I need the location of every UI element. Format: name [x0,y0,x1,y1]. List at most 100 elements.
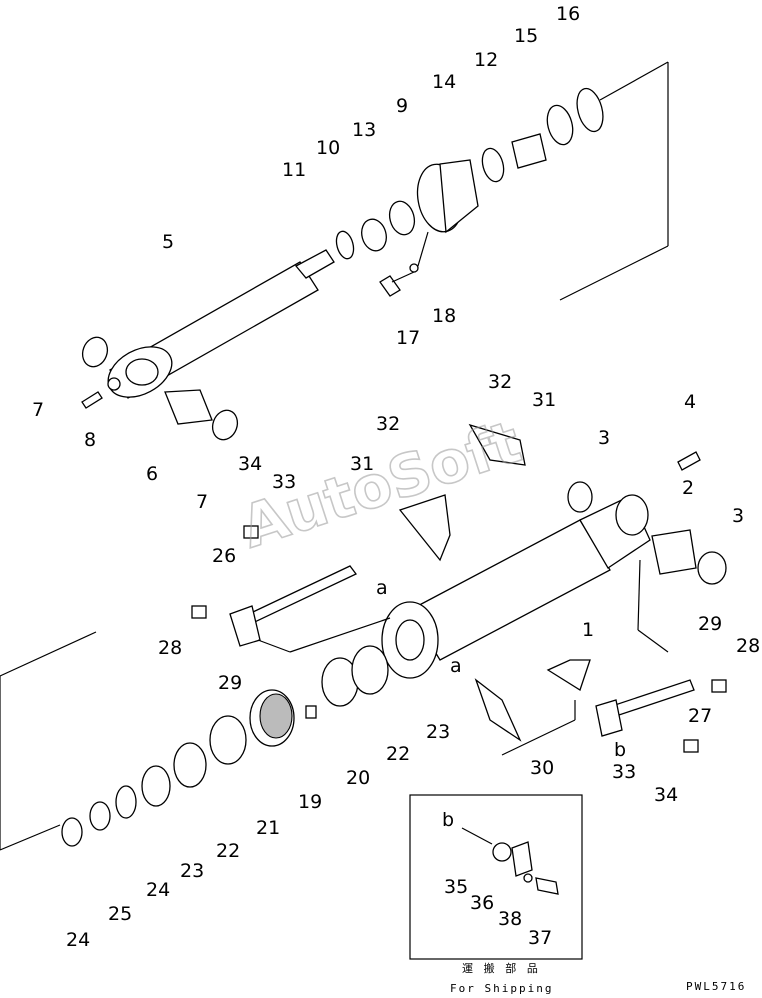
inset-caption-en: For Shipping [450,982,553,995]
callout-32: 32 [376,413,400,435]
clamp-31-upper [398,494,451,562]
seal-3b [697,551,727,585]
bolt-28-right [711,679,727,693]
view-letter-a: a [376,577,388,599]
ring-23a [351,645,389,695]
callout-28: 28 [736,635,760,657]
dust-seal-7b [211,409,239,441]
inset-view-letter: b [442,809,454,831]
bolt-17-head [379,275,401,297]
callout-33: 33 [272,471,296,493]
callout-5: 5 [162,231,174,253]
callout-19: 19 [298,791,322,813]
callout-12: 12 [474,49,498,71]
inset-bolt-37 [535,877,559,895]
callout-20: 20 [346,767,370,789]
clamp-30-b [546,659,591,691]
callout-11: 11 [282,159,306,181]
callout-38: 38 [498,908,522,930]
callout-29: 29 [698,613,722,635]
callout-15: 15 [514,25,538,47]
ring-22b [173,742,207,788]
callout-17: 17 [396,327,420,349]
clamp-31-top [468,423,526,466]
ring-10 [361,218,387,252]
callout-7: 7 [196,491,208,513]
rod-eye-bore [125,358,159,386]
callout-16: 16 [556,3,580,25]
pipe-26-flange [229,605,261,647]
callout-35: 35 [444,876,468,898]
view-letter-b: b [614,739,626,761]
callout-2: 2 [682,477,694,499]
callout-24: 24 [146,879,170,901]
callout-18: 18 [432,305,456,327]
callout-8: 8 [84,429,96,451]
shipping-inset-box [409,794,583,960]
washer-18 [409,263,419,273]
callout-33: 33 [612,761,636,783]
bolt-34-left [243,525,259,539]
callout-31: 31 [532,389,556,411]
grease-port [107,377,121,391]
seal-3a [567,481,593,513]
callout-7: 7 [32,399,44,421]
ring-13 [388,200,416,236]
callout-26: 26 [212,545,236,567]
inset-clip-36 [511,841,533,877]
callout-34: 34 [654,784,678,806]
clamp-30-a [474,678,522,742]
ring-14 [481,147,505,183]
packing-19-inner [259,693,293,739]
rod-assembly [81,61,669,441]
ring-16 [576,87,604,133]
ring-15 [546,104,574,146]
callout-23: 23 [180,860,204,882]
view-letters: a a b b [376,577,626,831]
pipe-27-flange [595,699,623,737]
callout-10: 10 [316,137,340,159]
callout-3: 3 [598,427,610,449]
ring-24a [115,785,137,819]
ring-24b [61,817,83,847]
callout-37: 37 [528,927,552,949]
callout-30: 30 [530,757,554,779]
callout-3: 3 [732,505,744,527]
ring-23b [141,765,171,807]
callout-28: 28 [158,637,182,659]
callout-31: 31 [350,453,374,475]
inset-caption-jp: 運 搬 部 品 [462,961,540,975]
grease-fitting-8 [81,391,103,409]
bolt-34-right [683,739,699,753]
callout-4: 4 [684,391,696,413]
callout-22: 22 [386,743,410,765]
fitting-4 [677,451,701,471]
rod-thread [294,249,335,279]
callout-36: 36 [470,892,494,914]
snap-ring-11 [335,230,355,260]
cylinder-assembly [0,423,727,851]
plug-20 [305,705,317,719]
callout-14: 14 [432,71,456,93]
dust-seal-7a [81,336,109,368]
head-bore [395,619,425,661]
callout-1: 1 [582,619,594,641]
callout-32: 32 [488,371,512,393]
callout-21: 21 [256,817,280,839]
callout-27: 27 [688,705,712,727]
bolt-28-left [191,605,207,619]
view-letter-a: a [450,655,462,677]
drawing-code: PWL5716 [686,980,746,993]
callout-29: 29 [218,672,242,694]
callout-24: 24 [66,929,90,951]
collar-12 [511,133,547,169]
callout-9: 9 [396,95,408,117]
ring-25 [89,801,111,831]
inset-ring-35 [492,842,512,862]
callout-25: 25 [108,903,132,925]
bushing-2 [651,529,697,575]
piston-9-body [439,159,479,234]
callout-23: 23 [426,721,450,743]
callout-22: 22 [216,840,240,862]
